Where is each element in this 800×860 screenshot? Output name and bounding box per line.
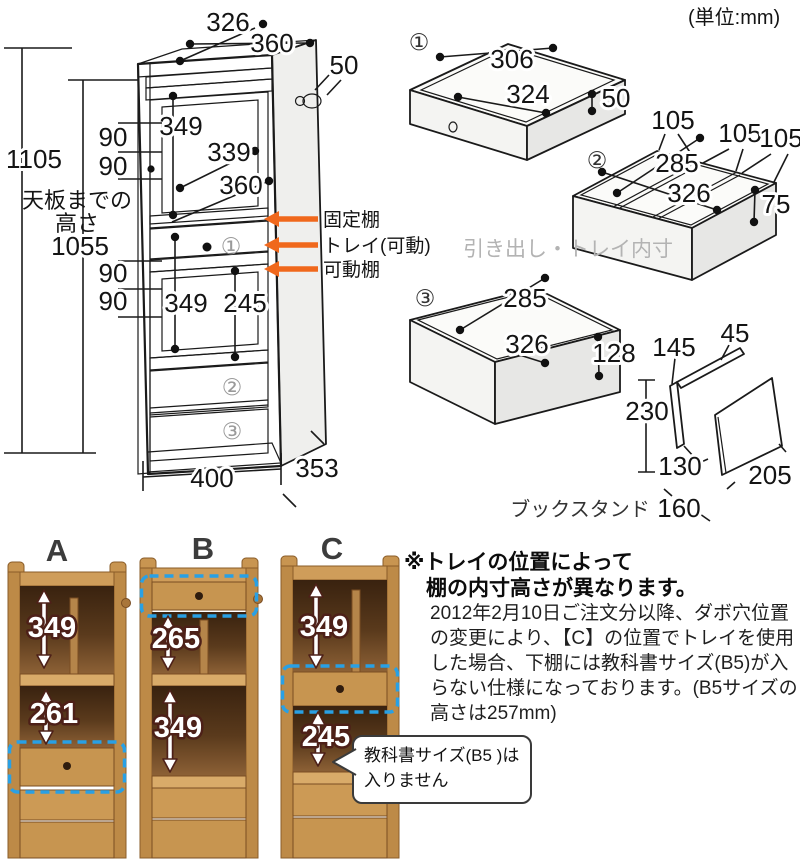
dimension-diagram: (単位:mm) 1105 天板までの 高さ 1055 <box>3 4 800 526</box>
dim-arrow-b-upper: 265 <box>149 615 203 671</box>
tray1-width: 306 <box>490 44 533 74</box>
dim-b-upper: 265 <box>152 623 200 655</box>
dim-lower-inner-height-b: 245 <box>223 288 266 318</box>
tray-highlight-c <box>280 664 400 714</box>
bookstand-panel-width: 205 <box>748 460 791 490</box>
dim-b-lower: 349 <box>154 712 202 744</box>
tray-knob <box>202 242 212 252</box>
bubble-line1: 教科書サイズ(B5 )は <box>364 746 520 765</box>
variant-c-label: C <box>321 531 343 566</box>
drawer3-depth: 326 <box>505 329 548 359</box>
drawer3-width: 285 <box>503 283 546 313</box>
dim-arrow-c-lower: 245 <box>299 711 353 767</box>
drawer2-height: 75 <box>762 189 791 219</box>
dim-base-width: 400 <box>190 463 233 493</box>
dim-arrow-a-lower: 261 <box>27 689 81 745</box>
bookstand-caption: ブックスタンド <box>510 497 649 521</box>
drawer3-marker: ③ <box>415 285 436 311</box>
dim-a-lower: 261 <box>30 698 78 730</box>
tray1-depth: 324 <box>506 79 549 109</box>
dim-upper-pitch-b: 90 <box>99 151 128 181</box>
bookstand-side-height: 145 <box>652 332 695 362</box>
drawer2-marker: ② <box>222 374 243 400</box>
drawer3-front <box>149 408 269 462</box>
tray1-drawing: ① 306 324 50 <box>409 29 633 161</box>
dim-lower-pitch-b: 90 <box>99 286 128 316</box>
dim-total-height: 1105 <box>6 144 62 174</box>
speech-bubble: 教科書サイズ(B5 )は 入りません <box>352 735 532 805</box>
drawer3-height: 128 <box>592 338 635 368</box>
base-dimensions: 400 353 <box>142 430 342 508</box>
variant-b-label: B <box>192 531 214 566</box>
drawer2-section-b: 105 <box>718 118 761 148</box>
note-title-line1: ※トレイの位置によって <box>404 551 633 574</box>
dim-c-upper: 349 <box>300 611 348 643</box>
cabinet-photo-c: 349 245 <box>280 555 400 859</box>
tray-highlight-a <box>7 740 127 794</box>
dim-depth: 353 <box>295 453 338 483</box>
dim-lower-inner-height-a: 349 <box>164 288 207 318</box>
drawer2-marker: ② <box>587 147 608 173</box>
dim-lower-pitch-a: 90 <box>99 258 128 288</box>
bookstand-depth: 160 <box>657 493 700 523</box>
drawer2-depth: 326 <box>667 178 710 208</box>
drawer3-drawing: ③ 285 326 128 <box>409 273 639 425</box>
bookstand-top-thickness: 45 <box>721 318 750 348</box>
note-body: 2012年2月10日ご注文分以降、ダボ穴位置の変更により、【C】の位置でトレイを… <box>430 603 798 724</box>
bookstand-height: 230 <box>625 396 668 426</box>
dim-back-outer-width: 360 <box>219 170 262 200</box>
drawer3-marker: ③ <box>222 418 243 444</box>
label-movable-shelf: 可動棚 <box>323 259 380 281</box>
lower-dimensions: 90 90 349 245 ② ③ <box>96 232 270 444</box>
drawer2-section-a: 105 <box>651 105 694 135</box>
label-top-height-1: 天板までの <box>22 188 132 213</box>
note-title-line2: 棚の内寸高さが異なります。 <box>426 577 697 600</box>
bubble-line2: 入りません <box>364 770 449 790</box>
bookstand-side-bottom: 130 <box>658 451 701 481</box>
upper-dimensions: 349 90 90 339 360 <box>96 91 274 223</box>
height-dimensions: 1105 天板までの 高さ 1055 <box>3 47 138 454</box>
bookstand-drawing: 145 45 230 130 205 160 ブックスタンド <box>510 315 794 526</box>
tray-position-photos: A B C 349 261 <box>7 531 400 859</box>
top-dimensions: 326 360 50 <box>175 4 361 96</box>
label-top-height-2: 高さ <box>55 211 99 236</box>
label-fixed-shelf: 固定棚 <box>323 209 380 231</box>
dim-fence-height: 50 <box>330 50 359 80</box>
dim-c-lower: 245 <box>302 721 350 753</box>
drawer2-section-c: 105 <box>759 123 800 153</box>
shelf-labels: 固定棚 トレイ(可動) 可動棚 ① <box>221 209 431 281</box>
dim-arrow-a-upper: 349 <box>25 589 79 669</box>
tray1-marker: ① <box>409 29 430 55</box>
parts-caption: 引き出し・トレイ内寸 <box>463 238 673 261</box>
variant-a-label: A <box>46 533 68 568</box>
dim-back-inner-width: 339 <box>207 137 250 167</box>
dim-top-height: 1055 <box>51 231 109 261</box>
tray1-height: 50 <box>602 83 631 113</box>
side-peg <box>302 93 322 109</box>
unit-label: (単位:mm) <box>688 6 780 29</box>
drawer2-drawing: ② 105 105 105 285 326 75 <box>572 102 800 281</box>
dim-a-upper: 349 <box>28 612 76 644</box>
tray-marker: ① <box>221 233 242 259</box>
dim-upper-inner-height: 349 <box>159 111 202 141</box>
side-peg <box>121 598 131 608</box>
dim-top-inner-width: 326 <box>206 7 249 37</box>
speech-bubble-tail <box>332 748 357 776</box>
tray-highlight-b <box>139 574 259 618</box>
dim-top-outer-width: 360 <box>250 28 293 58</box>
cabinet-photo-b: 265 349 <box>139 557 263 859</box>
cabinet-photo-a: 349 261 <box>7 561 131 859</box>
label-tray: トレイ(可動) <box>323 235 431 257</box>
dim-arrow-c-upper: 349 <box>297 583 351 669</box>
tray-b <box>151 581 247 611</box>
drawer2-width: 285 <box>655 148 698 178</box>
dim-upper-pitch-a: 90 <box>99 122 128 152</box>
dim-arrow-b-lower: 349 <box>151 689 205 773</box>
